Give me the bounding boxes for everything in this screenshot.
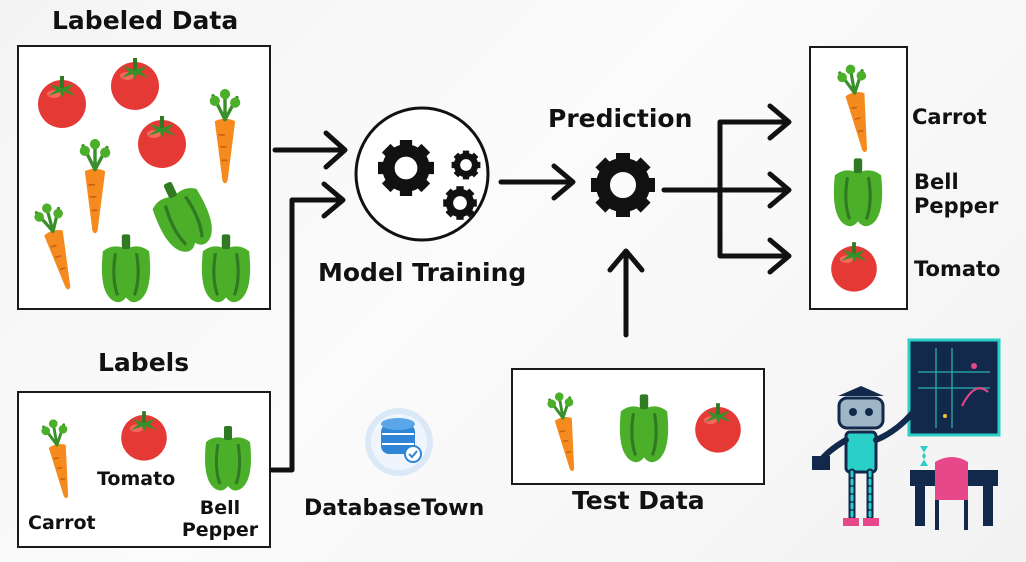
carrot-icon	[30, 198, 85, 295]
carrot-icon	[544, 388, 587, 475]
bell-pepper-icon	[200, 232, 252, 304]
labels-bell-pepper-text: Bell Pepper	[181, 497, 259, 541]
bell-pepper-icon	[142, 170, 222, 260]
arrow-prediction-branch	[661, 103, 792, 275]
prediction-gear-icon	[591, 153, 655, 217]
robot-illustration	[812, 338, 1001, 530]
carrot-icon	[38, 415, 81, 502]
test-data-label: Test Data	[572, 486, 705, 515]
arrow-labeled-to-model	[272, 130, 348, 170]
arrow-labels-to-model	[269, 181, 346, 473]
bell-pepper-icon	[100, 232, 152, 304]
labels-tomato-text: Tomato	[97, 468, 176, 490]
tomato-icon	[121, 411, 167, 461]
carrot-icon	[77, 137, 113, 236]
flow-arrows	[269, 103, 792, 473]
tomato-icon	[831, 242, 877, 292]
carrot-icon	[833, 60, 881, 157]
brand-name: DatabaseTown	[304, 496, 485, 521]
tomato-icon	[111, 58, 159, 110]
output-carrot-text: Carrot	[912, 105, 987, 129]
bell-pepper-icon	[203, 424, 253, 493]
bell-pepper-icon	[832, 156, 884, 228]
database-icon	[365, 408, 433, 476]
labeled-data-vegetables	[30, 58, 252, 304]
robot-body	[844, 430, 878, 474]
arrow-test-to-prediction	[607, 248, 645, 338]
labeled-data-title: Labeled Data	[52, 6, 239, 35]
chair	[935, 457, 968, 500]
tomato-icon	[695, 403, 741, 453]
tomato-icon	[138, 116, 186, 168]
output-tomato-text: Tomato	[914, 257, 1001, 281]
tomato-icon	[38, 76, 86, 128]
bell-pepper-icon	[618, 392, 670, 464]
labels-carrot-text: Carrot	[28, 512, 96, 534]
arrow-model-to-prediction	[498, 163, 576, 201]
labels-title: Labels	[98, 348, 190, 377]
model-training-label: Model Training	[318, 258, 527, 287]
robot-head	[837, 396, 885, 430]
output-bell-pepper-text: Bell Pepper	[914, 170, 999, 218]
carrot-icon	[207, 87, 243, 186]
prediction-label: Prediction	[548, 104, 693, 133]
